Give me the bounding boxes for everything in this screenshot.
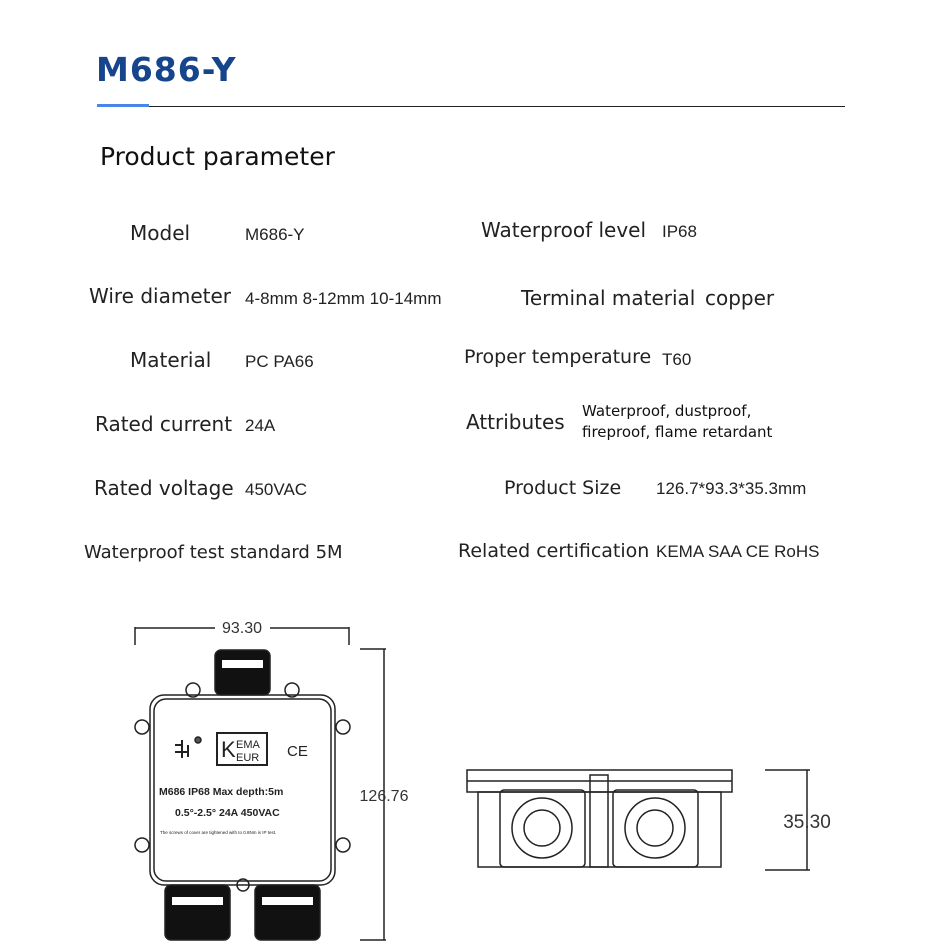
attributes-value: Waterproof, dustproof, fireproof, flame … (582, 402, 773, 441)
junction-box-side-view (466, 769, 733, 868)
junction-box-top-view: K EMA EUR CE M686 IP68 Max depth:5m 0.5°… (134, 649, 351, 941)
depth-dimension: 35.30 (765, 769, 831, 871)
product-size-label: Product Size (504, 477, 622, 499)
material-value: PC PA66 (245, 352, 314, 371)
attributes-label: Attributes (466, 410, 565, 434)
model-label: Model (130, 221, 191, 245)
eur-text: EUR (236, 752, 259, 764)
waterproof-level-label: Waterproof level (481, 218, 647, 242)
wire-diameter-value: 4-8mm 8-12mm 10-14mm (245, 289, 442, 308)
ce-mark: CE (287, 743, 308, 760)
proper-temperature-label: Proper temperature (464, 346, 652, 368)
divider (97, 106, 845, 107)
waterproof-level-value: IP68 (662, 222, 697, 241)
section-title: Product parameter (100, 142, 335, 171)
terminal-material-label: Terminal material (521, 286, 696, 310)
height-dim-text: 126.76 (360, 788, 409, 805)
kema-k-text: K (221, 737, 236, 762)
rated-voltage-label: Rated voltage (94, 476, 234, 500)
certification-value: KEMA SAA CE RoHS (656, 542, 820, 561)
material-label: Material (130, 348, 212, 372)
proper-temperature-value: T60 (662, 350, 692, 369)
kema-text: EMA (236, 739, 261, 751)
rated-current-label: Rated current (95, 412, 233, 436)
width-dimension: 93.30 (134, 620, 350, 645)
divider-accent (97, 104, 149, 107)
label-line-1: M686 IP68 Max depth:5m (159, 786, 283, 798)
height-dimension: 126.76 (360, 648, 409, 941)
waterproof-test-label: Waterproof test standard 5M (84, 542, 343, 563)
label-line-2: 0.5°-2.5° 24A 450VAC (175, 807, 280, 819)
wire-diameter-label: Wire diameter (89, 284, 232, 308)
label-line-3: The screws of cover are tightened with t… (160, 830, 276, 835)
page-title: M686-Y (96, 50, 237, 89)
width-dim-text: 93.30 (222, 620, 262, 637)
product-size-value: 126.7*93.3*35.3mm (656, 479, 807, 498)
model-value: M686-Y (245, 225, 305, 244)
rated-current-value: 24A (245, 416, 276, 435)
terminal-material-value: copper (705, 286, 775, 310)
rated-voltage-value: 450VAC (245, 480, 308, 499)
depth-dim-text: 35.30 (783, 812, 831, 833)
certification-label: Related certification (458, 540, 650, 562)
